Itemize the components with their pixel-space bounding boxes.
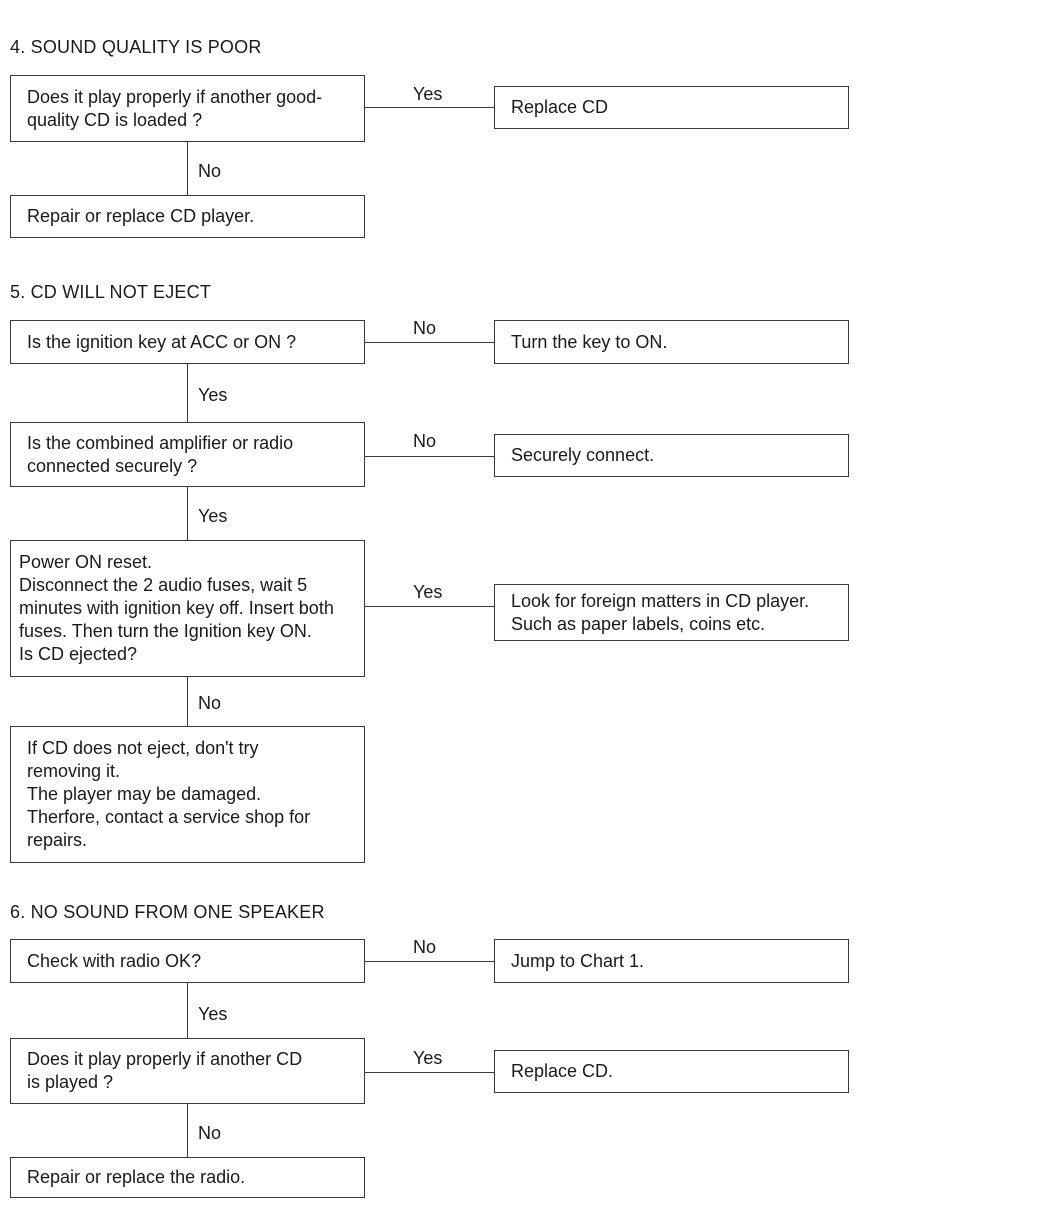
section-5-q2-no-label: No	[413, 431, 437, 451]
section-5-turn-key-box: Turn the key to ON.	[494, 320, 849, 364]
section-5-q1-yes-label: Yes	[198, 385, 228, 405]
section-5-securely-connect-text: Securely connect.	[511, 445, 655, 465]
section-6-jump-chart-box: Jump to Chart 1.	[494, 939, 849, 983]
section-6-question-another-cd: Does it play properly if another CD is p…	[10, 1038, 365, 1104]
section-6-q1-yes-label: Yes	[198, 1004, 228, 1024]
section-4-replace-cd-text: Replace CD	[511, 97, 609, 117]
section-6-question-another-cd-text: Does it play properly if another CD is p…	[27, 1049, 303, 1092]
section-5-q2-yes-label: Yes	[198, 506, 228, 526]
section-5-question-ignition: Is the ignition key at ACC or ON ?	[10, 320, 365, 364]
section-6-replace-cd-text: Replace CD.	[511, 1061, 614, 1081]
section-5-q2-no-connector	[365, 456, 494, 457]
section-5-q3-yes-label: Yes	[413, 582, 443, 602]
section-5-turn-key-text: Turn the key to ON.	[511, 331, 668, 352]
section-6-heading: 6. NO SOUND FROM ONE SPEAKER	[10, 902, 325, 922]
section-6-q2-yes-connector	[365, 1072, 494, 1073]
section-4-question-good-cd-text: Does it play properly if another good- q…	[27, 86, 323, 130]
section-5-question-amplifier: Is the combined amplifier or radio conne…	[10, 422, 365, 487]
section-5-q1-no-label: No	[413, 318, 437, 338]
section-6-q2-no-connector	[187, 1104, 188, 1157]
section-5-power-reset-text: Power ON reset. Disconnect the 2 audio f…	[19, 552, 334, 664]
section-4-yes-connector	[365, 107, 494, 108]
section-6-q1-yes-connector	[187, 983, 188, 1038]
section-6-q1-no-label: No	[413, 937, 437, 957]
section-4-replace-cd-box: Replace CD	[494, 86, 849, 129]
section-6-replace-cd-box: Replace CD.	[494, 1050, 849, 1093]
section-5-power-reset-box: Power ON reset. Disconnect the 2 audio f…	[10, 540, 365, 677]
section-6-question-radio: Check with radio OK?	[10, 939, 365, 983]
section-5-q1-yes-connector	[187, 364, 188, 422]
section-6-q2-no-label: No	[198, 1123, 222, 1143]
section-6-repair-radio-box: Repair or replace the radio.	[10, 1157, 365, 1198]
section-4-yes-label: Yes	[413, 84, 443, 104]
section-5-service-shop-box: If CD does not eject, don't try removing…	[10, 726, 365, 863]
section-4-repair-player-box: Repair or replace CD player.	[10, 195, 365, 238]
section-6-question-radio-text: Check with radio OK?	[27, 950, 202, 971]
section-6-q1-no-connector	[365, 961, 494, 962]
section-5-q3-yes-connector	[365, 606, 494, 607]
section-4-question-good-cd: Does it play properly if another good- q…	[10, 75, 365, 142]
section-5-q2-yes-connector	[187, 487, 188, 540]
section-6-q2-yes-label: Yes	[413, 1048, 443, 1068]
section-4-repair-player-text: Repair or replace CD player.	[27, 206, 255, 226]
section-6-jump-chart-text: Jump to Chart 1.	[511, 950, 645, 971]
section-5-question-amplifier-text: Is the combined amplifier or radio conne…	[27, 432, 294, 476]
section-6-repair-radio-text: Repair or replace the radio.	[27, 1167, 246, 1187]
section-4-no-connector	[187, 142, 188, 195]
section-5-foreign-matter-box: Look for foreign matters in CD player. S…	[494, 584, 849, 641]
section-5-securely-connect-box: Securely connect.	[494, 434, 849, 477]
section-5-q3-no-label: No	[198, 693, 222, 713]
section-4-no-label: No	[198, 161, 222, 181]
section-5-question-ignition-text: Is the ignition key at ACC or ON ?	[27, 331, 297, 352]
section-5-foreign-matter-text: Look for foreign matters in CD player. S…	[511, 590, 810, 634]
section-5-q1-no-connector	[365, 342, 494, 343]
section-5-q3-no-connector	[187, 677, 188, 726]
section-4-heading: 4. SOUND QUALITY IS POOR	[10, 37, 262, 57]
section-5-heading: 5. CD WILL NOT EJECT	[10, 282, 212, 302]
section-5-service-shop-text: If CD does not eject, don't try removing…	[27, 738, 311, 850]
